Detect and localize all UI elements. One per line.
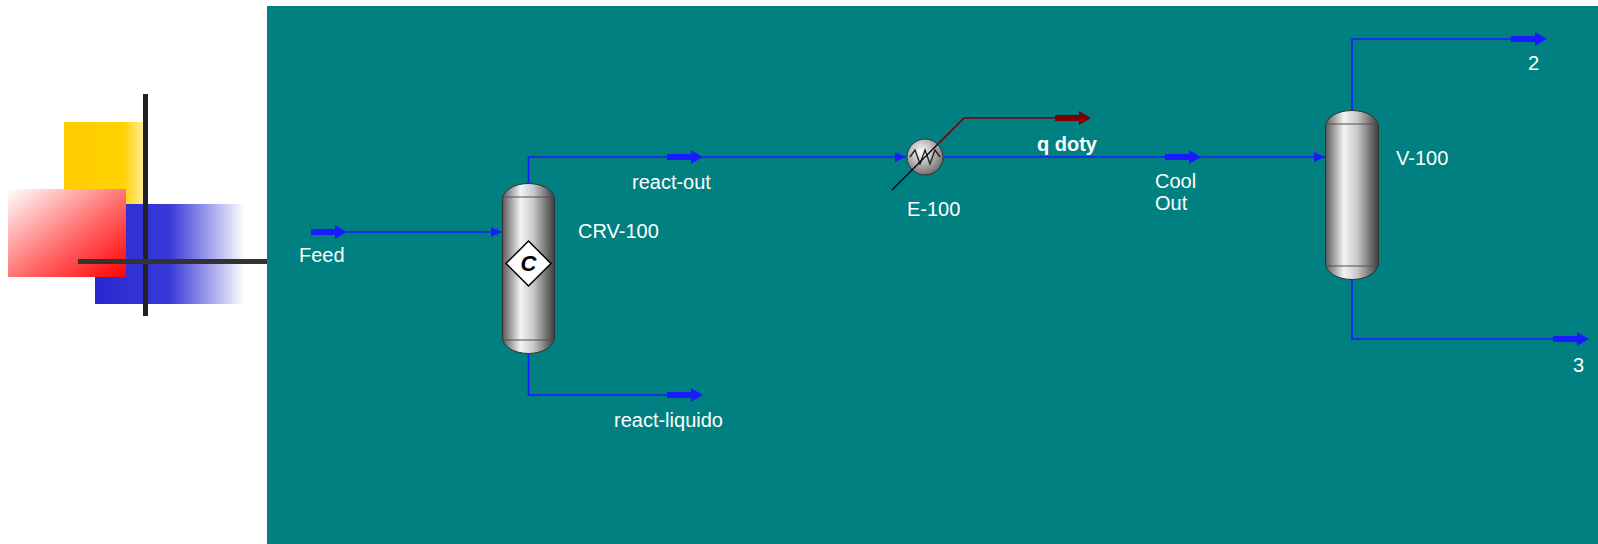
exchanger-symbol bbox=[906, 138, 944, 176]
stream-name: 2 bbox=[1528, 52, 1539, 74]
vessel-unit: V-100 bbox=[1325, 110, 1379, 280]
stream-line bbox=[703, 156, 906, 158]
stream-arrow: 3 bbox=[1553, 332, 1589, 346]
stream-name: q doty bbox=[1037, 133, 1097, 155]
logo-line bbox=[143, 94, 148, 316]
stream-line bbox=[944, 156, 1165, 158]
stream-arrow: react-out bbox=[667, 150, 703, 164]
stream-symbol bbox=[1553, 332, 1589, 346]
vessel-symbol bbox=[1325, 110, 1379, 280]
stream-name: Cool Out bbox=[1155, 170, 1201, 214]
stream-arrow: 2 bbox=[1511, 32, 1547, 46]
unit-name: V-100 bbox=[1396, 147, 1448, 169]
unit-name: CRV-100 bbox=[578, 220, 659, 242]
stream-symbol bbox=[311, 225, 347, 239]
stream-symbol bbox=[1165, 150, 1201, 164]
exchanger-unit: E-100 bbox=[906, 138, 944, 176]
stream-line bbox=[1352, 280, 1553, 339]
stream-line bbox=[529, 354, 668, 395]
stream-name: react-liquido bbox=[614, 409, 723, 431]
reactor-letter: C bbox=[505, 240, 552, 287]
stream-line bbox=[1201, 156, 1325, 158]
stream-arrow: Cool Out bbox=[1165, 150, 1201, 164]
reactor-diamond: C bbox=[505, 240, 552, 287]
stream-line bbox=[1352, 39, 1511, 110]
stream-arrow: Feed bbox=[311, 225, 347, 239]
stream-name: 3 bbox=[1573, 354, 1584, 376]
logo-line bbox=[78, 259, 267, 264]
stream-arrow: react-liquido bbox=[667, 388, 703, 402]
stream-symbol bbox=[1055, 111, 1091, 125]
stream-line bbox=[347, 231, 502, 233]
stream-name: Feed bbox=[299, 244, 345, 266]
canvas-ground bbox=[267, 6, 1598, 544]
unit-name: E-100 bbox=[907, 198, 960, 220]
stream-symbol bbox=[667, 150, 703, 164]
stream-symbol bbox=[1511, 32, 1547, 46]
vessel-unit: CRV-100C bbox=[502, 183, 555, 354]
stream-arrow: q doty bbox=[1055, 111, 1091, 125]
stream-name: react-out bbox=[632, 171, 711, 193]
stream-symbol bbox=[667, 388, 703, 402]
